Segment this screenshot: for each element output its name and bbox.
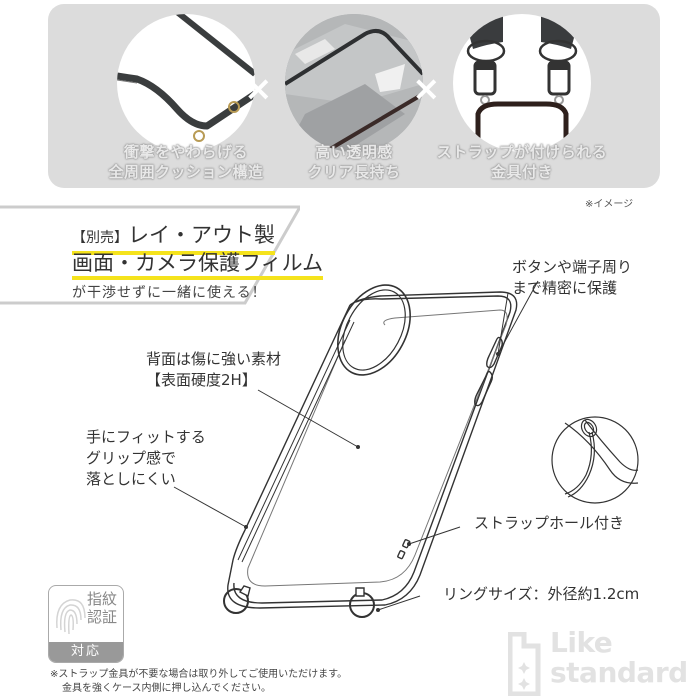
feature-caption: 衝撃をやわらげる 全周囲クッション構造 (108, 143, 264, 181)
times-icon: × (244, 69, 273, 109)
image-note: ※イメージ (585, 199, 634, 210)
banner-line1: 【別売】レイ・アウト製 (72, 222, 275, 255)
logo-mark-icon (508, 632, 541, 696)
times-icon: × (412, 69, 441, 109)
callout-grip: 手にフィットする グリップ感で 落としにくい (86, 428, 206, 488)
feature-caption: 高い透明感 クリア長持ち (307, 143, 401, 181)
fingerprint-icon (56, 599, 86, 635)
feature-panel: 衝撃をやわらげる 全周囲クッション構造 × 高い透明感 クリア長持ち × (48, 4, 660, 188)
fingerprint-badge: 指紋 認証 対応 (48, 585, 124, 663)
footnote: ※ストラップ金具が不要な場合は取り外してご使用いただけます。 金具を強くケース内… (50, 669, 348, 694)
feature-clarity: 高い透明感 クリア長持ち (284, 14, 424, 184)
banner-frame (0, 205, 300, 305)
feature-cushion: 衝撃をやわらげる 全周囲クッション構造 (108, 14, 263, 184)
like-standard-logo: Like standard (508, 628, 688, 696)
feature-image-case-corner (117, 14, 255, 152)
banner-line3: が干渉せずに一緒に使える！ (72, 285, 267, 301)
callout-strap-hole: ストラップホール付き (474, 514, 625, 532)
callout-ring-size: リングサイズ：外径約1.2cm (443, 585, 640, 603)
banner-tag: 【別売】 (72, 230, 128, 246)
banner-line2: 画面・カメラ保護フィルム (72, 250, 324, 280)
badge-support-label: 対応 (49, 642, 123, 662)
feature-caption: ストラップが付けられる 金具付き (436, 143, 608, 181)
feature-image-clear-back (285, 14, 423, 152)
feature-strap-clasp: ストラップが付けられる 金具付き (437, 14, 607, 184)
callout-back-material: 背面は傷に強い素材 【表面硬度2H】 (146, 350, 282, 389)
callout-buttons: ボタンや端子周り まで精密に保護 (512, 258, 633, 297)
